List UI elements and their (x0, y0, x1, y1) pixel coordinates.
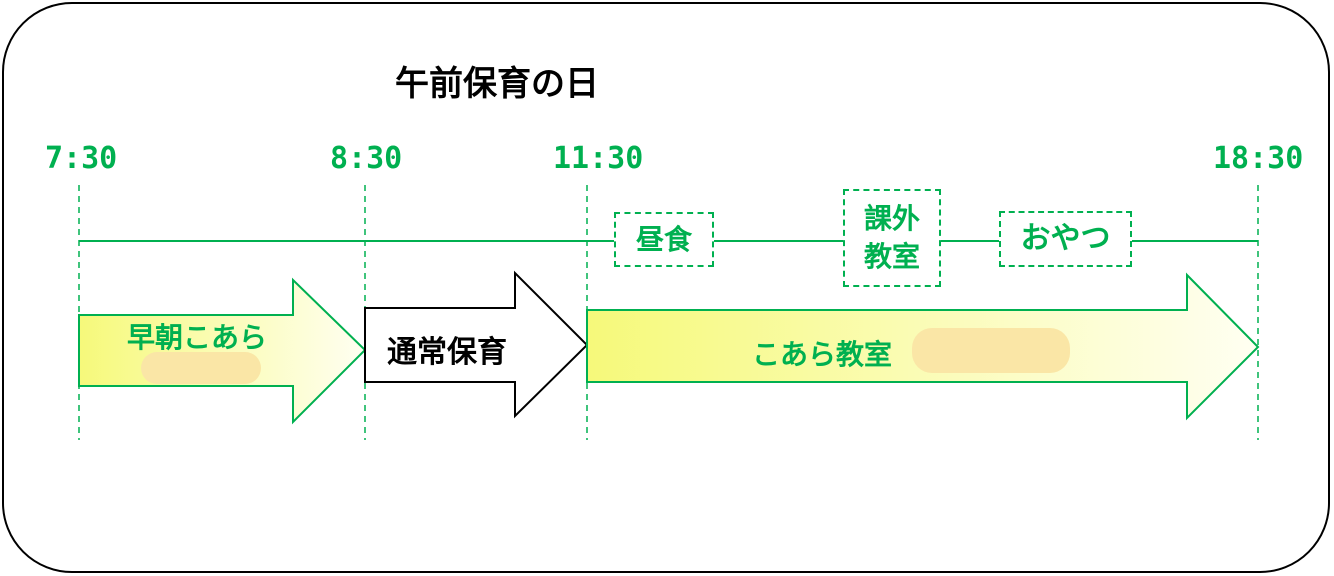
lunch-event-box: 昼食 (614, 212, 714, 267)
redacted-area (141, 352, 261, 384)
lunch-event-label: 昼食 (635, 222, 692, 256)
page-title: 午前保育の日 (395, 64, 599, 104)
time-label-1130: 11:30 (553, 141, 644, 176)
redacted-area (912, 328, 1070, 373)
extracurricular-event-box: 課外 教室 (843, 189, 941, 287)
snack-event-box: おやつ (999, 211, 1132, 267)
time-label-0830: 8:30 (330, 141, 403, 176)
regular-care-label: 通常保育 (387, 335, 507, 370)
regular-care-arrow (364, 270, 589, 419)
koala-class-label: こあら教室 (752, 338, 893, 371)
early-koala-label: 早朝こあら (127, 321, 268, 354)
snack-event-label: おやつ (1020, 221, 1111, 256)
early-koala-arrow (78, 277, 367, 425)
extracurricular-event-label: 課外 教室 (863, 202, 920, 273)
time-label-0730: 7:30 (45, 141, 118, 176)
time-label-1830: 18:30 (1213, 141, 1304, 176)
